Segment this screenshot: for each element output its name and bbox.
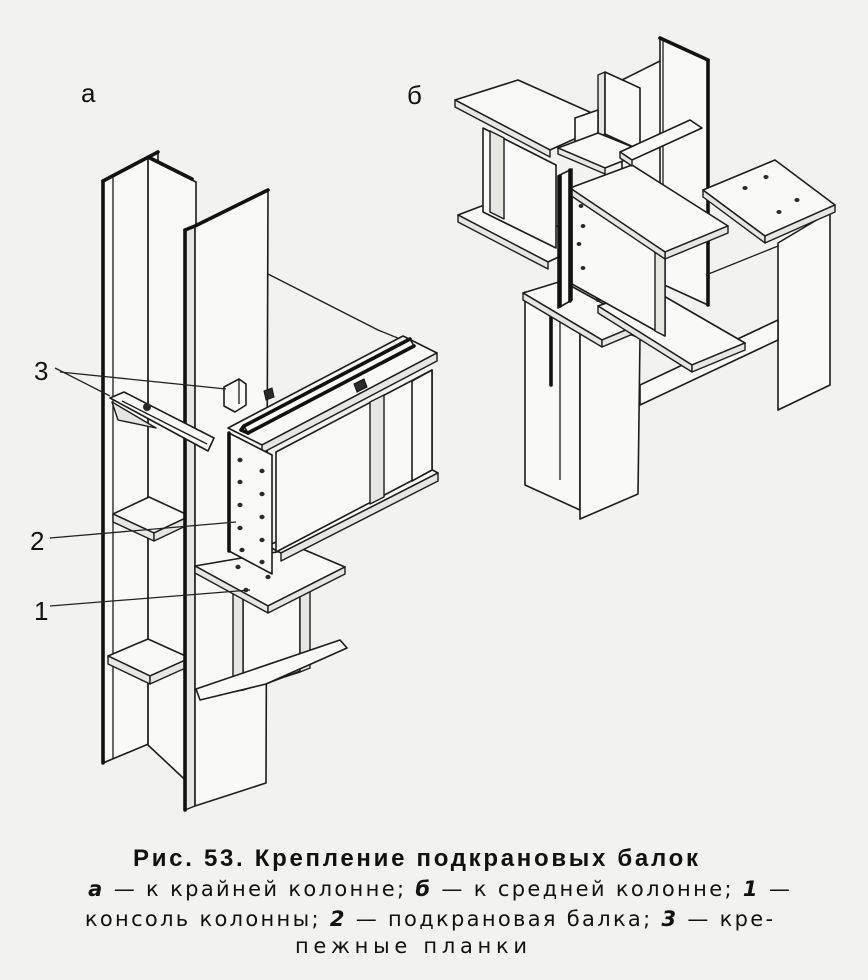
crane-rail-end bbox=[239, 424, 250, 435]
callout-3-leader-right bbox=[59, 371, 227, 390]
console-a bbox=[194, 547, 348, 701]
caption-line-3: консоль колонны; 2 — подкрановая балка; … bbox=[22, 907, 818, 931]
upper-column-flange-top bbox=[658, 36, 710, 62]
caption-text: — к крайней колонне; bbox=[105, 877, 413, 901]
end-plate-bolt-hole bbox=[259, 514, 265, 520]
caption-text: — кре- bbox=[678, 907, 773, 931]
crane-rail-top bbox=[242, 337, 412, 428]
fastening-strip-bolt bbox=[143, 403, 151, 411]
right-beam-bottom-flange-end bbox=[691, 342, 746, 373]
end-plate-bolt-hole bbox=[239, 547, 245, 553]
beam-bottom-flange-side bbox=[280, 472, 439, 562]
caption-text: — к средней колонне; bbox=[432, 877, 740, 901]
caption-line-4: пежные планки bbox=[295, 934, 527, 958]
right-side-plate-hole bbox=[763, 175, 769, 179]
left-beam-bottom-flange-side bbox=[457, 214, 549, 270]
upper-column-right-flange bbox=[659, 37, 709, 306]
beam-end-stiffener bbox=[411, 369, 433, 482]
caption-line-2: а — к крайней колонне; б — к средней кол… bbox=[25, 877, 835, 901]
lower-column-right-panel bbox=[579, 315, 641, 520]
caption-label-a: а bbox=[88, 877, 102, 901]
end-plate-bolt-hole bbox=[237, 502, 243, 508]
right-side-top-plate-end bbox=[764, 204, 836, 244]
console-bottom-bracket bbox=[195, 639, 348, 701]
right-beam-b bbox=[557, 164, 746, 373]
lying-plate-right-side bbox=[619, 151, 633, 167]
callouts-a: 3 2 1 bbox=[30, 356, 251, 626]
callout-1-leader bbox=[49, 589, 251, 607]
fastening-plates-b bbox=[557, 71, 703, 175]
right-support-panel bbox=[777, 211, 831, 411]
callout-3: 3 bbox=[34, 356, 48, 386]
caption-text: консоль колонны; bbox=[85, 907, 328, 931]
callout-1: 1 bbox=[34, 596, 48, 626]
right-beam-bolt-hole bbox=[576, 242, 582, 246]
caption-text: — bbox=[760, 877, 790, 901]
beam-end-plate bbox=[228, 432, 273, 575]
crane-rail-base bbox=[246, 344, 416, 435]
fastening-plate-strip-a bbox=[109, 391, 215, 452]
console-bolt-hole bbox=[235, 564, 241, 570]
fastening-clip-a bbox=[223, 378, 275, 413]
caption-label-3: 3 bbox=[661, 907, 676, 931]
right-side-plate-hole bbox=[794, 198, 800, 202]
rail-bolt bbox=[353, 378, 368, 393]
fastening-strip-edge bbox=[121, 400, 208, 445]
right-side-beam-b bbox=[702, 159, 836, 411]
callout-2: 2 bbox=[30, 526, 44, 556]
standing-plate-side bbox=[597, 71, 606, 138]
caption-text: — подкрановая балка; bbox=[347, 907, 659, 931]
crane-beam-a bbox=[227, 335, 439, 575]
end-plate-bolt-hole bbox=[237, 479, 243, 485]
end-plate-bolt-hole bbox=[237, 457, 243, 463]
end-plate-bolt-hole bbox=[237, 525, 243, 531]
fastening-clip-bolt bbox=[263, 387, 275, 401]
beam-stiffener bbox=[369, 394, 385, 505]
right-side-plate-hole bbox=[776, 210, 782, 214]
caption-title: Рис. 53. Крепление подкрановых балок bbox=[133, 845, 699, 872]
caption: Рис. 53. Крепление подкрановых балок а —… bbox=[22, 845, 835, 958]
left-beam-top-flange-side bbox=[454, 99, 551, 158]
figure-label-b: б bbox=[407, 80, 422, 110]
end-plate-bolt-hole bbox=[259, 468, 265, 474]
figure-a: 3 2 1 а bbox=[30, 78, 439, 812]
end-plate-bolt-hole bbox=[259, 559, 265, 565]
figure-label-a: а bbox=[81, 78, 96, 108]
caption-label-1: 1 bbox=[743, 877, 758, 901]
fastening-gusset bbox=[111, 401, 157, 429]
column-a-front-flange-top-edge bbox=[183, 188, 270, 232]
right-beam-bolt-hole bbox=[580, 266, 586, 270]
right-support-edge bbox=[705, 245, 779, 276]
end-plate-bolt-hole bbox=[259, 491, 265, 497]
callout-2-leader bbox=[49, 521, 237, 539]
left-beam-b bbox=[454, 79, 613, 270]
caption-label-2: 2 bbox=[330, 907, 345, 931]
end-plate-bolt-hole bbox=[259, 537, 265, 543]
console-bolt-hole bbox=[265, 574, 271, 580]
right-side-plate-hole bbox=[742, 186, 748, 190]
lying-plate-left-side bbox=[557, 147, 606, 175]
caption-label-b: б bbox=[415, 877, 430, 901]
console-bracket-edge bbox=[265, 670, 301, 685]
right-beam-stiffener bbox=[654, 246, 666, 337]
figure-b: б bbox=[407, 36, 836, 520]
column-a-web-top-edge bbox=[148, 156, 194, 181]
left-beam-stiffener bbox=[489, 130, 505, 220]
console-top-plate-end bbox=[267, 566, 346, 614]
right-beam-bolt-hole bbox=[580, 224, 586, 228]
right-beam-bolt-hole bbox=[578, 204, 584, 208]
lower-column-b bbox=[522, 280, 641, 520]
